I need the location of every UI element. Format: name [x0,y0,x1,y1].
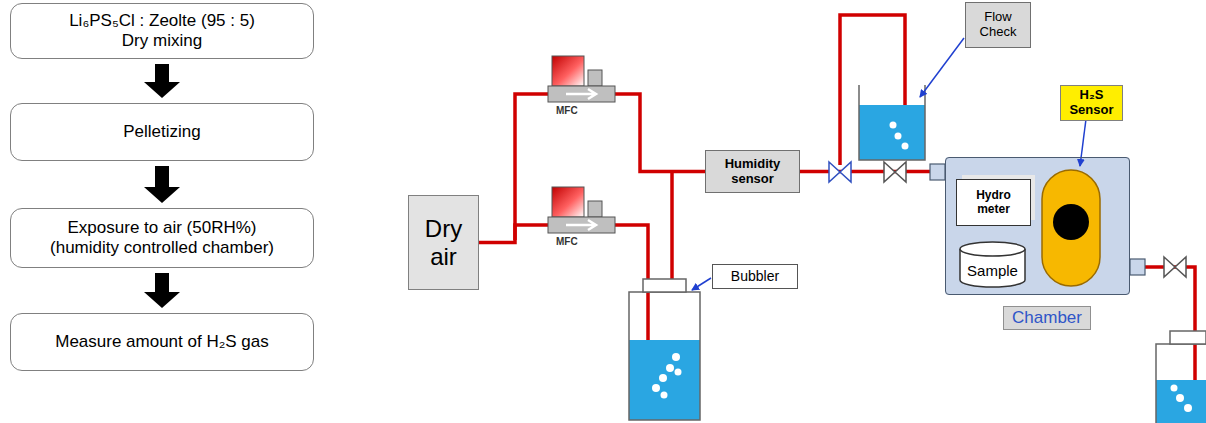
node-text: Sample [967,262,1018,279]
mfc-symbol [588,201,602,217]
flow-check-beaker [859,85,925,160]
node-text: Flow Check [970,10,1026,40]
chamber-fill [945,157,1130,295]
node-text: (humidity controlled chamber) [50,238,274,258]
flow-arrow [144,166,180,203]
chamber-label: Chamber [1003,306,1091,330]
flow-check-beaker [890,122,897,129]
bubbler-bottle [629,279,700,420]
red-pipe [670,172,674,290]
outlet-bottle [1171,385,1178,392]
gas-source-box: Dry air [408,195,479,290]
h2s-sensor-body [1042,170,1100,286]
flow-check-beaker [902,143,909,150]
device-label: MFC [556,236,578,247]
red-pipe [515,225,548,240]
h2s-sensor-body [1053,204,1089,240]
device-label: MFC [556,105,578,116]
flow-check-beaker [895,133,902,140]
mfc-symbol [548,187,615,233]
valve-symbol [829,162,851,182]
process-box: Measure amount of H₂S gas [10,313,314,371]
callout-arrow [692,38,1086,290]
node-text: Humidity sensor [712,157,793,187]
chamber-box: ChamberHydro meterSample [945,157,1130,295]
bubbler-bottle [643,279,686,292]
outlet-bottle [1184,404,1192,412]
node-text: Bubbler [731,268,779,284]
bubbler-bottle [666,364,674,372]
gas-pipe [800,170,945,174]
chamber-fill [945,157,1130,295]
mfc-symbol [548,86,615,102]
callout-box: Flow Check [965,2,1031,48]
mfc-symbol [552,56,584,86]
node-text: Dry mixing [122,31,202,51]
sensor-box: Humidity sensor [705,150,800,193]
outlet-bottle [1176,394,1184,402]
callout-arrow [920,38,964,97]
outlet-bottle [1156,331,1206,423]
process-box: Pelletizing [10,103,314,161]
node-text: H₂S Sensor [1064,88,1119,118]
outlet-bottle [1156,344,1206,423]
callout-arrow [1080,119,1086,166]
mfc-symbol [566,89,596,99]
bubbler-bottle [629,340,700,420]
valve-symbol [1164,257,1186,277]
flow-check-beaker [859,85,925,160]
mfc-symbol [588,70,602,86]
bubbler-bottle [659,374,667,382]
chamber-port [930,164,945,180]
cylinder-outline [960,242,1025,256]
node-text: Hydro meter [964,189,1023,217]
red-pipe [515,15,1195,405]
bubbler-bottle [661,392,668,399]
h2s-sensor-body [1042,170,1100,286]
callout-box: Bubbler [712,264,798,289]
node-text: Exposure to air (50RH%) [68,218,257,238]
callout-arrow [692,278,711,290]
node-text: Measure amount of H₂S gas [55,332,269,352]
bubbler-bottle [652,384,660,392]
mfc-symbol [548,56,615,102]
outlet-bottle [1156,380,1206,423]
mfc-symbol [552,187,584,217]
bubbler-bottle [672,353,680,361]
flow-check-beaker [859,105,925,160]
node-text: Dry air [415,215,472,270]
valve-symbol [884,162,906,182]
process-box: Li₆PS₅Cl : Zeolte (95 : 5)Dry mixing [10,3,314,59]
process-box: Exposure to air (50RH%)(humidity control… [10,208,314,268]
flow-arrow [144,273,180,308]
flow-arrow [144,64,180,98]
bubbler-bottle [675,369,682,376]
bubbler-bottle [629,292,700,420]
mfc-symbol [566,220,596,230]
outlet-bottle [1170,331,1206,344]
node-text: Li₆PS₅Cl : Zeolte (95 : 5) [69,11,255,31]
callout-box: H₂S Sensor [1060,85,1123,121]
hygrometer-box: Hydro meter [956,179,1031,226]
chamber-port [1130,259,1145,275]
mfc-symbol [548,217,615,233]
sample-cylinder: Sample [959,241,1026,288]
node-text: Pelletizing [123,122,201,142]
